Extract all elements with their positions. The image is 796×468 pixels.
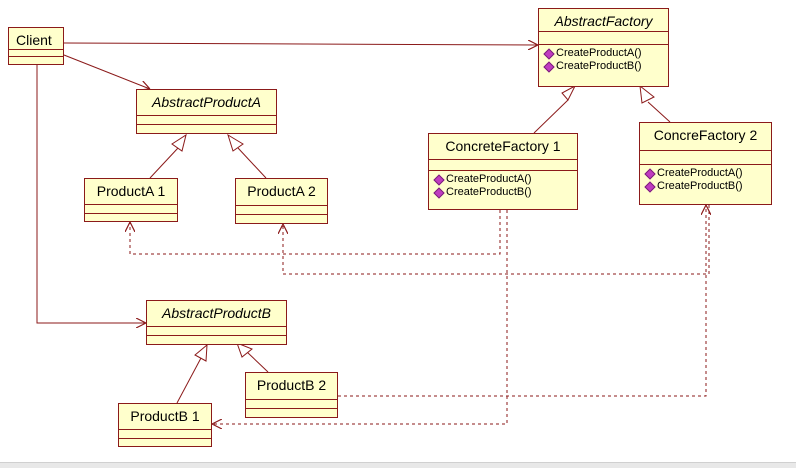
- operation-createproductb: CreateProductB(): [433, 186, 577, 199]
- operation-label: CreateProductA(): [657, 167, 743, 179]
- class-name: ProductB 2: [246, 373, 337, 400]
- class-attributes-compartment: [137, 116, 276, 125]
- dependency-concretefactory1-producta1: [130, 210, 501, 255]
- class-name: ProductA 1: [85, 179, 177, 205]
- class-attributes-compartment: [85, 205, 177, 214]
- class-abstractproducta[interactable]: AbstractProductA: [136, 89, 277, 134]
- class-productb2[interactable]: ProductB 2: [245, 372, 338, 418]
- operation-icon: [433, 173, 445, 186]
- class-name: Client: [9, 28, 63, 50]
- class-abstractproductb[interactable]: AbstractProductB: [146, 300, 287, 345]
- class-attributes-compartment: [640, 151, 771, 165]
- class-operations-compartment: CreateProductA() CreateProductB(): [640, 165, 771, 193]
- operation-label: CreateProductA(): [446, 173, 532, 185]
- operation-createproducta: CreateProductA(): [433, 173, 577, 186]
- class-attributes-compartment: [119, 430, 211, 439]
- operation-icon: [644, 167, 656, 180]
- class-name: ProductB 1: [119, 404, 211, 430]
- operation-label: CreateProductB(): [556, 60, 642, 72]
- operation-label: CreateProductA(): [556, 47, 642, 59]
- class-producta1[interactable]: ProductA 1: [84, 178, 178, 222]
- class-abstractfactory[interactable]: AbstractFactory CreateProductA() CreateP…: [538, 8, 669, 87]
- generalization-producta2-abstractproducta: [227, 133, 267, 179]
- class-name: ConcreteFactory 1: [429, 134, 577, 160]
- association-client-abstractfactory: [63, 43, 538, 45]
- class-concrefactory2[interactable]: ConcreFactory 2 CreateProductA() CreateP…: [639, 122, 772, 205]
- operation-createproducta: CreateProductA(): [543, 47, 668, 60]
- class-name: AbstractFactory: [539, 9, 668, 32]
- class-attributes-compartment: [429, 160, 577, 171]
- class-operations-compartment: CreateProductA() CreateProductB(): [429, 171, 577, 199]
- generalization-productb1-abstractproductb: [176, 343, 208, 404]
- generalization-concretefactory1-abstractfactory: [533, 84, 577, 134]
- operation-createproductb: CreateProductB(): [644, 180, 771, 193]
- class-productb1[interactable]: ProductB 1: [118, 403, 212, 447]
- class-name: AbstractProductB: [147, 301, 286, 327]
- window-bottom-edge: [0, 462, 796, 468]
- class-attributes-compartment: [246, 400, 337, 409]
- dependency-concretefactory1-productb1: [212, 210, 508, 424]
- operation-label: CreateProductB(): [446, 186, 532, 198]
- dependency-productb2-concrefactory2: [338, 205, 706, 397]
- class-attributes-compartment: [147, 327, 286, 336]
- operation-label: CreateProductB(): [657, 180, 743, 192]
- class-attributes-compartment: [236, 206, 327, 215]
- generalization-productb2-abstractproductb: [236, 342, 269, 373]
- class-name: ConcreFactory 2: [640, 123, 771, 151]
- class-client[interactable]: Client: [8, 27, 64, 65]
- operation-icon: [433, 186, 445, 199]
- operation-createproducta: CreateProductA(): [644, 167, 771, 180]
- class-operations-compartment: CreateProductA() CreateProductB(): [539, 45, 668, 73]
- association-client-abstractproducta: [63, 54, 150, 89]
- operation-icon: [644, 180, 656, 193]
- generalization-concrefactory2-abstractfactory: [639, 84, 671, 123]
- class-attributes-compartment: [539, 32, 668, 45]
- class-concretefactory1[interactable]: ConcreteFactory 1 CreateProductA() Creat…: [428, 133, 578, 210]
- operation-icon: [543, 47, 555, 60]
- class-name: AbstractProductA: [137, 90, 276, 116]
- association-client-abstractproductb: [36, 65, 146, 323]
- generalization-producta1-abstractproducta: [149, 133, 187, 179]
- operation-createproductb: CreateProductB(): [543, 60, 668, 73]
- dependency-concrefactory2-producta2: [283, 205, 710, 275]
- class-attributes-compartment: [9, 50, 63, 57]
- class-name: ProductA 2: [236, 179, 327, 206]
- class-producta2[interactable]: ProductA 2: [235, 178, 328, 224]
- operation-icon: [543, 60, 555, 73]
